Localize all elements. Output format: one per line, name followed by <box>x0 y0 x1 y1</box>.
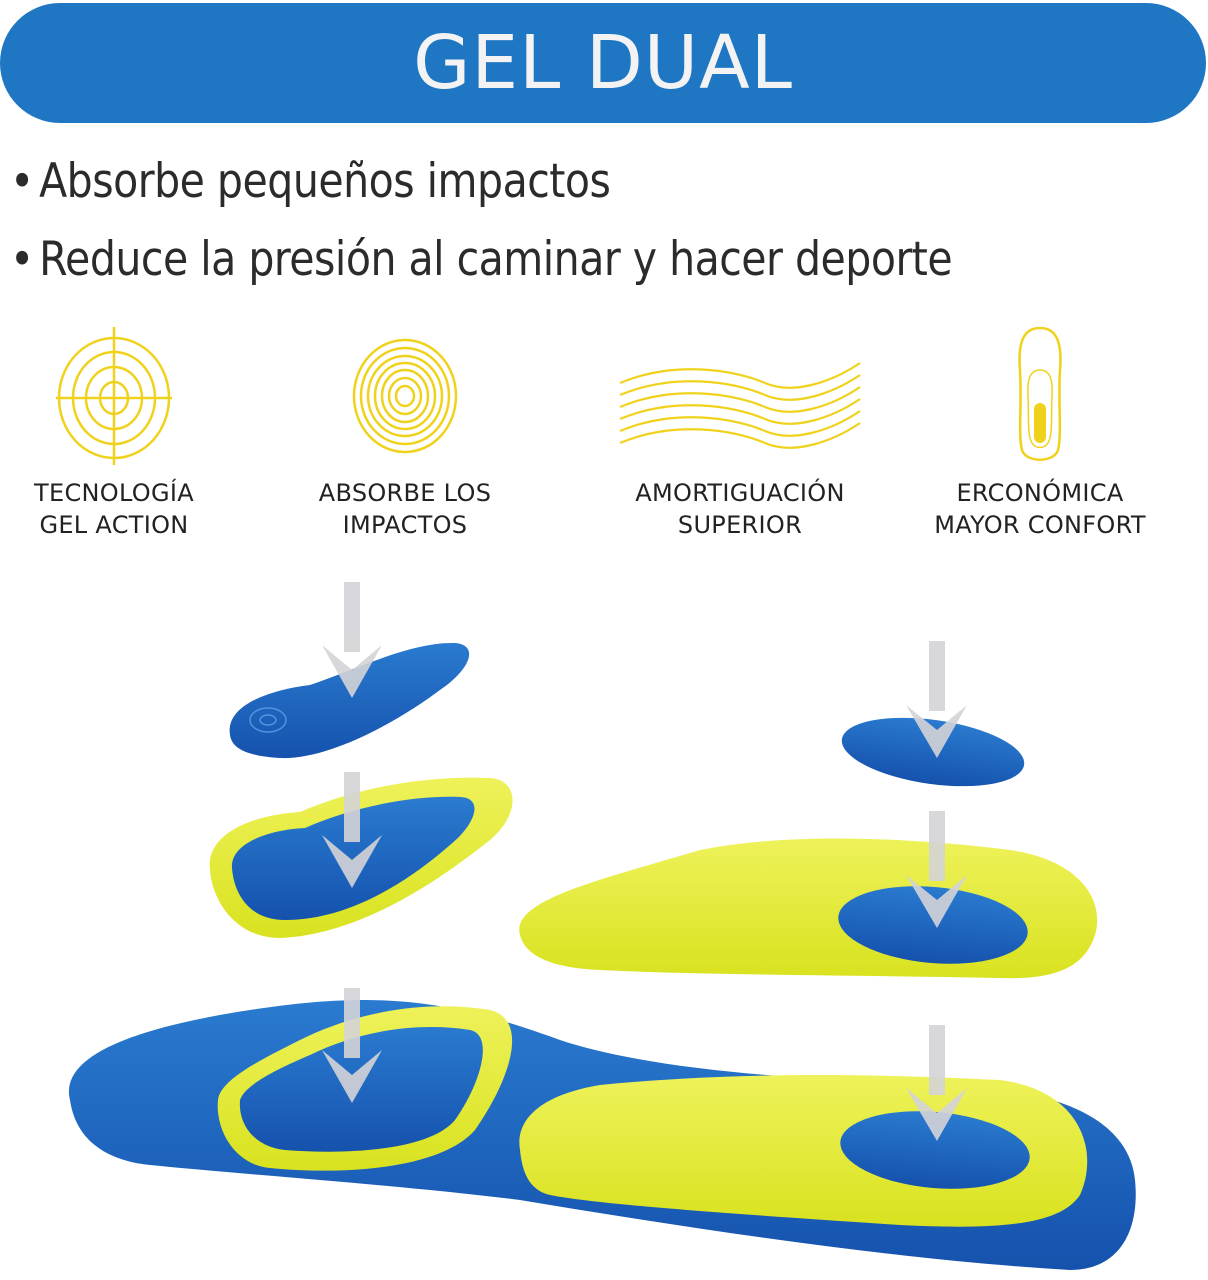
insole-product-illustration <box>68 582 1136 1270</box>
arrow-down-icon <box>906 811 967 928</box>
feature-label: MAYOR CONFORT <box>934 511 1146 539</box>
bullet-list: •Absorbe pequeños impactos •Reduce la pr… <box>10 150 981 306</box>
bullet-item: •Reduce la presión al caminar y hacer de… <box>10 232 953 287</box>
feature-gel-action: TECNOLOGÍA GEL ACTION <box>14 325 214 541</box>
feature-ergonomica: ERCONÓMICA MAYOR CONFORT <box>915 325 1165 541</box>
feature-absorbe: ABSORBE LOS IMPACTOS <box>305 325 505 541</box>
feature-label: AMORTIGUACIÓN <box>635 479 845 507</box>
wavy-lines-icon <box>619 362 861 449</box>
banner-title: GEL DUAL <box>413 20 793 106</box>
bullet-text: Absorbe pequeños impactos <box>39 154 611 209</box>
feature-label: ABSORBE LOS <box>318 479 492 507</box>
heel-gel-pad <box>841 717 1025 787</box>
bullet-item: •Absorbe pequeños impactos <box>10 154 611 209</box>
feature-label: ERCONÓMICA <box>956 479 1124 507</box>
concentric-circles-icon <box>352 338 458 454</box>
feature-label: TECNOLOGÍA <box>34 479 194 507</box>
arrow-down-icon <box>322 772 382 888</box>
arrow-down-icon <box>906 641 967 758</box>
heel-dual-pad <box>519 838 1098 979</box>
feature-label: IMPACTOS <box>342 511 468 539</box>
crosshair-target-icon <box>56 327 172 465</box>
arrow-down-icon <box>906 1025 967 1141</box>
arrow-down-icon <box>322 988 382 1103</box>
title-banner: GEL DUAL <box>0 3 1206 123</box>
full-insole <box>68 1000 1136 1270</box>
insole-outline-icon <box>1018 326 1062 461</box>
forefoot-gel-pad <box>229 642 470 759</box>
down-arrows <box>322 582 967 1141</box>
bullet-text: Reduce la presión al caminar y hacer dep… <box>39 232 953 287</box>
feature-label: SUPERIOR <box>677 511 803 539</box>
feature-amortiguacion: AMORTIGUACIÓN SUPERIOR <box>610 325 870 541</box>
feature-label: GEL ACTION <box>39 511 189 539</box>
arrow-down-icon <box>322 582 382 698</box>
